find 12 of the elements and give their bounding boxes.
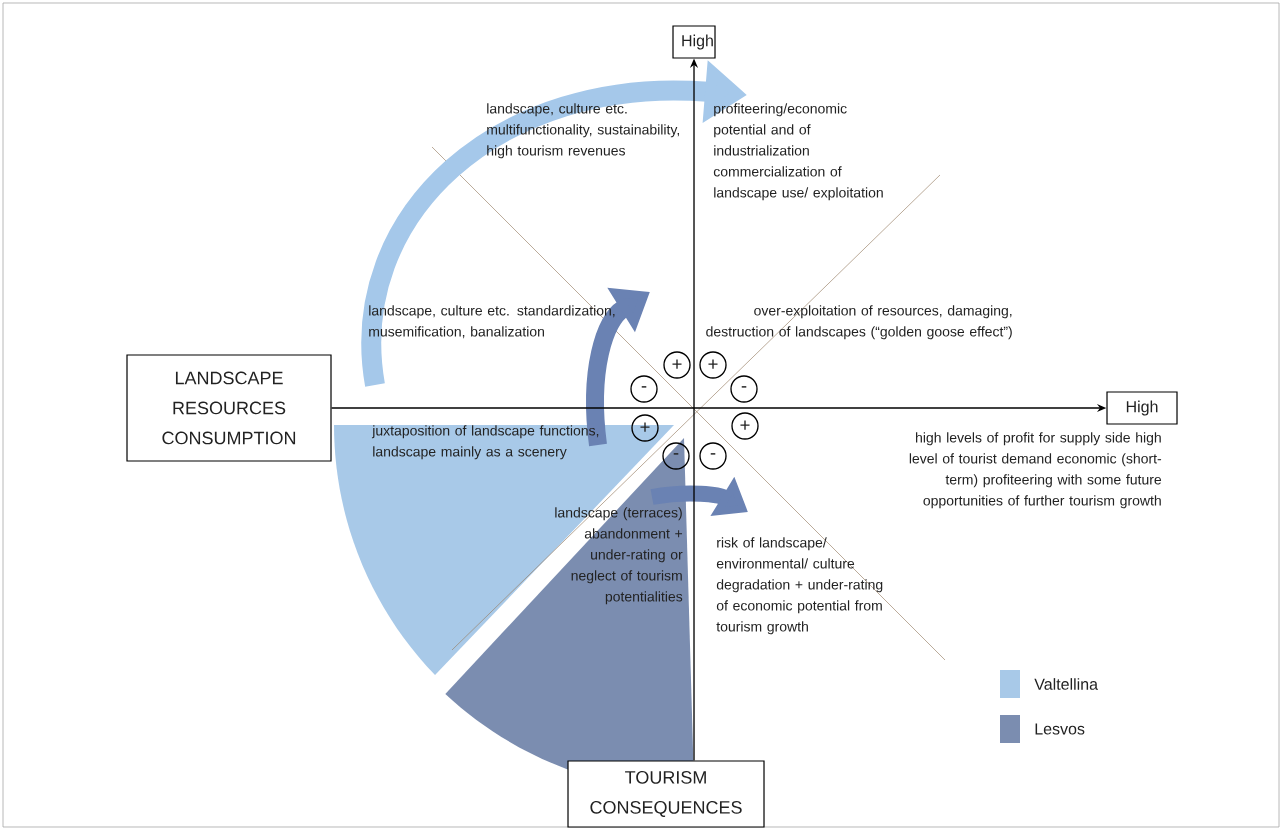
label-box: TOURISM CONSEQUENCES bbox=[567, 760, 765, 828]
legend-label: Lesvos bbox=[1035, 723, 1085, 735]
quadrant-note: risk of landscape/ environmental/ culture degradation + under-rating of economic potential from tourism growth bbox=[716, 537, 883, 635]
legend-label: Valtellina bbox=[1034, 678, 1098, 690]
axis-end-box: High bbox=[1106, 391, 1178, 425]
quadrant-note: high levels of profit for supply side high level of tourist demand economic (short-term) profiteering with some future opportunities of further tourism growth bbox=[909, 432, 1162, 509]
label-box: LANDSCAPE RESOURCES CONSUMPTION bbox=[126, 354, 332, 462]
quadrant-note: juxtaposition of landscape functions, landscape mainly as a scenery bbox=[371, 425, 599, 460]
axis-end-box: High bbox=[672, 25, 716, 59]
quadrant-note: over-exploitation of resources, damaging, destruction of landscapes (“golden goose effect”) bbox=[706, 305, 1012, 340]
quadrant-note: profiteering/economic potential and of industrialization commercialization of landscape use/ exploitation bbox=[713, 103, 883, 201]
quadrant-note: landscape, culture etc. multifunctionality, sustainability, high tourism revenues bbox=[487, 103, 679, 159]
